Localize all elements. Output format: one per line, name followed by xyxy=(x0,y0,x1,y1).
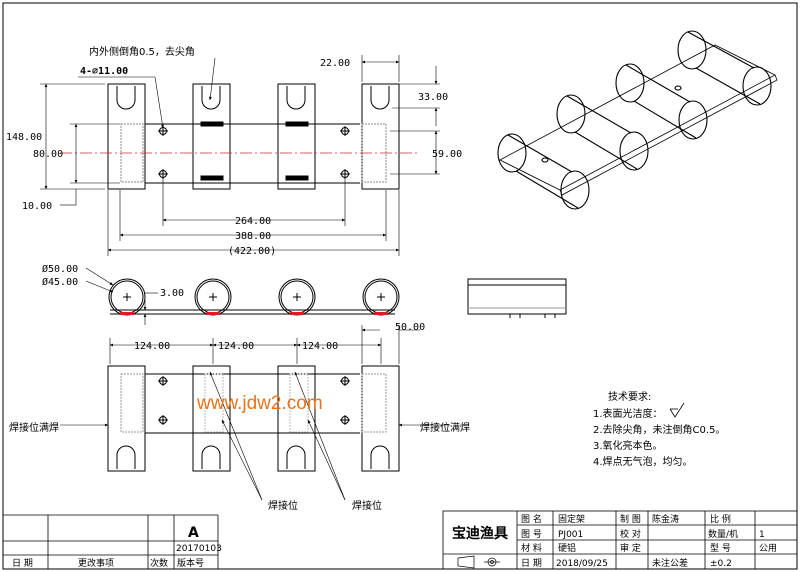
revision-block xyxy=(3,514,219,569)
value-qty: 1 xyxy=(759,530,765,540)
revision-labels: A 20170103 日 期 更改事项 次数 版本号 xyxy=(12,525,222,569)
dim-pitch-3: 124.00 xyxy=(302,341,338,352)
value-name: 固定架 xyxy=(558,513,585,525)
dim-50: 50.00 xyxy=(395,322,425,333)
dim-22: 22.00 xyxy=(320,58,350,69)
dim-pitch-1: 124.00 xyxy=(134,341,170,352)
value-model: 公用 xyxy=(759,543,777,554)
tech-req-item-3: 3.氧化亮本色。 xyxy=(593,439,663,452)
watermark: www.jdw2.com xyxy=(196,393,323,414)
label-model: 型 号 xyxy=(710,543,731,554)
front-view-labels: Ø50.00 Ø45.00 3.00 xyxy=(42,263,184,299)
dim-388: 388.00 xyxy=(235,231,271,242)
tolerance-value: ±0.2 xyxy=(710,559,732,569)
label-number: 图 号 xyxy=(521,529,542,540)
tolerance-label: 未注公差 xyxy=(652,557,688,569)
technical-requirements: 技术要求: 1.表面光洁度： 2.去除尖角，未注倒角C0.5。 3.氧化亮本色。… xyxy=(593,390,725,468)
version-date: 20170103 xyxy=(176,544,222,554)
rev-header-count: 次数 xyxy=(150,557,168,569)
value-number: PJ001 xyxy=(558,530,583,540)
dim-264: 264.00 xyxy=(235,216,271,227)
dim-80: 80.00 xyxy=(33,149,63,160)
tech-req-item-4: 4.焊点无气泡，均匀。 xyxy=(593,455,693,468)
rev-header-version: 版本号 xyxy=(177,557,204,569)
weld-pos-1: 焊接位 xyxy=(268,499,298,512)
rev-header-date: 日 期 xyxy=(12,558,33,569)
dim-thickness: 3.00 xyxy=(160,288,184,299)
title-block xyxy=(442,510,798,570)
label-material: 材 料 xyxy=(521,542,542,554)
rev-header-change: 更改事项 xyxy=(78,557,114,569)
value-material: 硬铝 xyxy=(558,542,576,554)
isometric-view xyxy=(497,30,778,210)
top-view-labels: 内外侧倒角0.5，去尖角 4-⌀11.00 148.00 80.00 10.00… xyxy=(6,45,462,257)
weld-full-right: 焊接位满焊 xyxy=(420,421,470,434)
label-draw: 制 图 xyxy=(620,513,641,525)
dim-10: 10.00 xyxy=(22,201,52,212)
side-view xyxy=(467,278,567,318)
bottom-view-dimensions xyxy=(60,325,450,501)
title-block-text: 宝迪渔具 图 名 图 号 材 料 日 期 固定架 PJ001 硬铝 2018/0… xyxy=(452,513,777,569)
weld-marks-front xyxy=(120,312,388,315)
tech-req-title: 技术要求: xyxy=(608,390,651,403)
label-review: 审 定 xyxy=(620,542,641,554)
dim-422: (422.00) xyxy=(228,246,276,257)
weld-pos-2: 焊接位 xyxy=(352,499,382,512)
dim-od: Ø50.00 xyxy=(42,263,78,275)
chamfer-note: 内外侧倒角0.5，去尖角 xyxy=(89,45,195,58)
hole-spec: 4-⌀11.00 xyxy=(80,66,128,77)
dim-id: Ø45.00 xyxy=(42,276,78,288)
label-date: 日 期 xyxy=(521,558,542,569)
tech-req-item-2: 2.去除尖角，未注倒角C0.5。 xyxy=(593,423,725,436)
dim-59: 59.00 xyxy=(432,149,462,160)
dim-148: 148.00 xyxy=(6,132,42,143)
weld-full-left: 焊接位满焊 xyxy=(9,421,59,434)
company-name: 宝迪渔具 xyxy=(452,525,508,542)
label-qty: 数量/机 xyxy=(708,528,738,540)
top-view-dimensions xyxy=(40,55,440,256)
dim-pitch-2: 124.00 xyxy=(218,341,254,352)
top-view xyxy=(107,83,400,190)
front-view xyxy=(108,278,400,316)
label-check: 校 对 xyxy=(620,528,641,540)
bottom-view xyxy=(107,365,400,472)
front-view-dimensions xyxy=(85,267,158,325)
surface-finish-icon xyxy=(669,402,685,418)
label-name: 图 名 xyxy=(521,513,542,525)
version-letter: A xyxy=(188,525,199,541)
tech-req-item-1: 1.表面光洁度： xyxy=(593,407,663,420)
bottom-view-labels: 124.00 124.00 124.00 50.00 焊接位满焊 焊接位满焊 焊… xyxy=(9,322,470,512)
dim-33: 33.00 xyxy=(418,92,448,103)
label-scale: 比 例 xyxy=(710,513,731,525)
projection-symbol-icon xyxy=(457,555,500,569)
value-drafter: 陈金涛 xyxy=(652,513,679,525)
value-date: 2018/09/25 xyxy=(556,559,608,569)
